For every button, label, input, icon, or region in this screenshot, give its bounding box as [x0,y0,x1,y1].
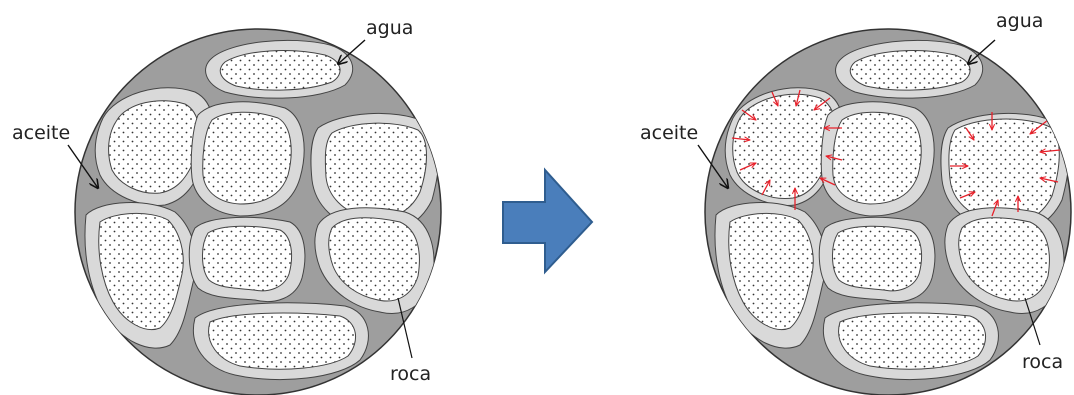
right-rock-label: roca [1022,351,1063,373]
right-arrow-icon [503,170,592,272]
right-grain-lower-left [715,203,826,349]
left-water-label: agua [366,17,413,39]
left-grain-bottom [193,303,368,380]
left-grain-upper-middle [191,102,304,216]
right-oil-label: aceite [640,122,698,144]
left-rock-label: roca [390,363,431,385]
right-rock-sample: agua aceite roca [640,10,1071,395]
left-grain-middle [189,217,305,301]
left-grain-lower-left [85,203,196,349]
left-grain-top [206,40,353,98]
left-oil-label: aceite [12,122,70,144]
right-grain-top [836,40,983,98]
right-water-label: agua [996,10,1043,32]
left-rock-sample: agua aceite roca [12,17,441,395]
right-grain-middle [819,217,935,301]
right-grain-bottom [823,303,998,380]
